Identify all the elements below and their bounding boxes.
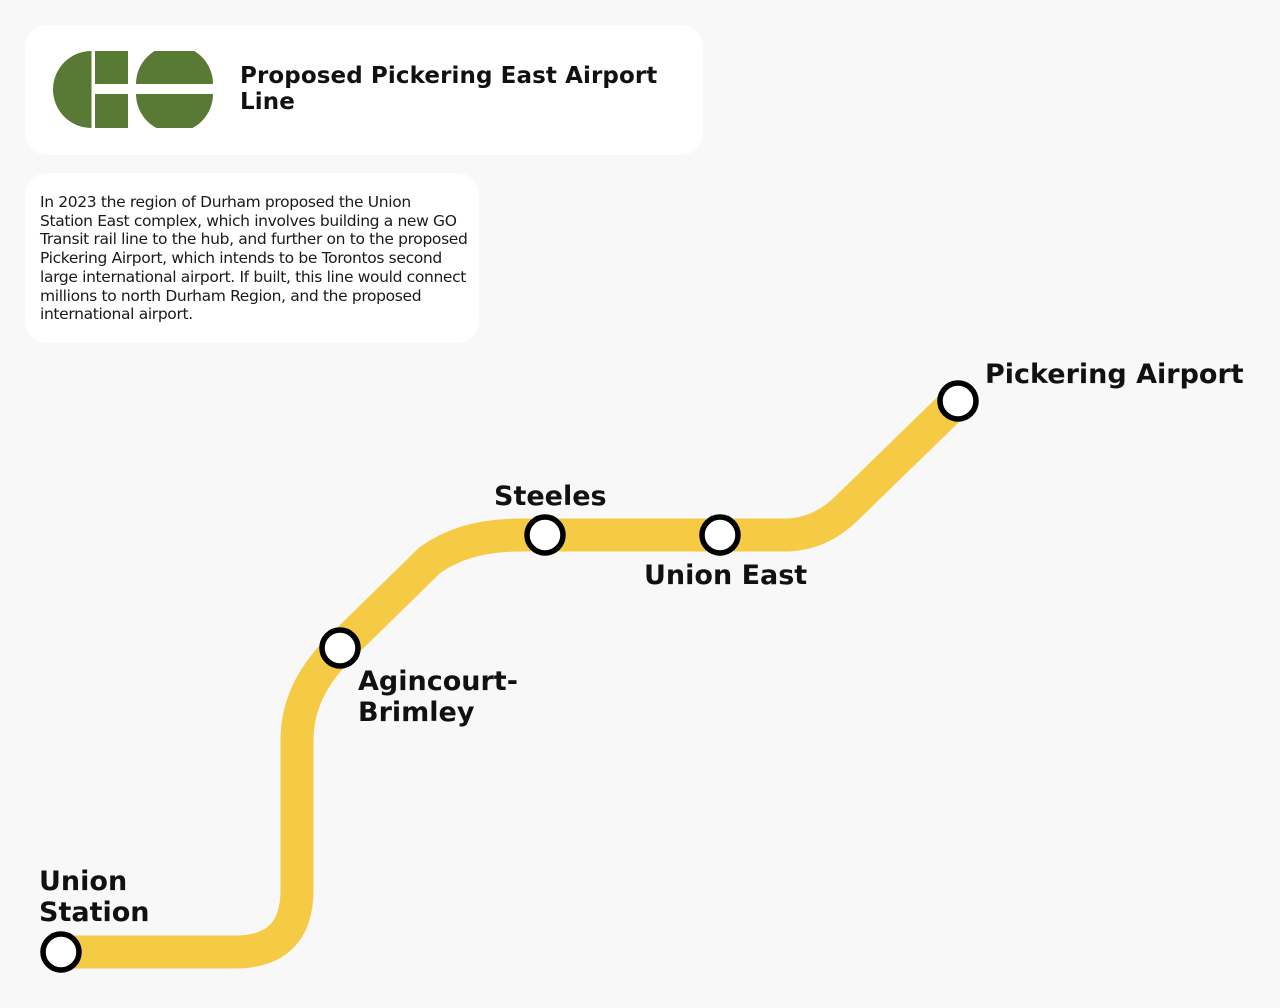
title-card [25, 25, 703, 155]
station-label-text: Agincourt- Brimley [358, 666, 518, 728]
page-title: Proposed Pickering East Airport Line [240, 63, 658, 115]
station-marker-union-station[interactable] [40, 931, 82, 973]
station-label-pickering-airport: Pickering Airport [985, 359, 1244, 390]
station-marker-pickering-airport[interactable] [937, 380, 979, 422]
station-label-union-east: Union East [644, 560, 808, 591]
description-text: In 2023 the region of Durham proposed th… [40, 193, 468, 324]
station-label-steeles: Steeles [494, 481, 607, 512]
station-marker-agincourt-brimley[interactable] [319, 627, 361, 669]
station-marker-steeles[interactable] [524, 514, 566, 556]
station-label-union-station: Union Station [39, 866, 150, 928]
station-marker-union-east[interactable] [699, 514, 741, 556]
logo-letter-g [53, 51, 128, 128]
station-label-text: Union Station [39, 866, 150, 928]
description-card [25, 173, 479, 343]
logo-letter-o [136, 51, 213, 128]
go-transit-logo-icon [53, 51, 213, 128]
station-label-agincourt-brimley: Agincourt- Brimley [358, 666, 518, 728]
